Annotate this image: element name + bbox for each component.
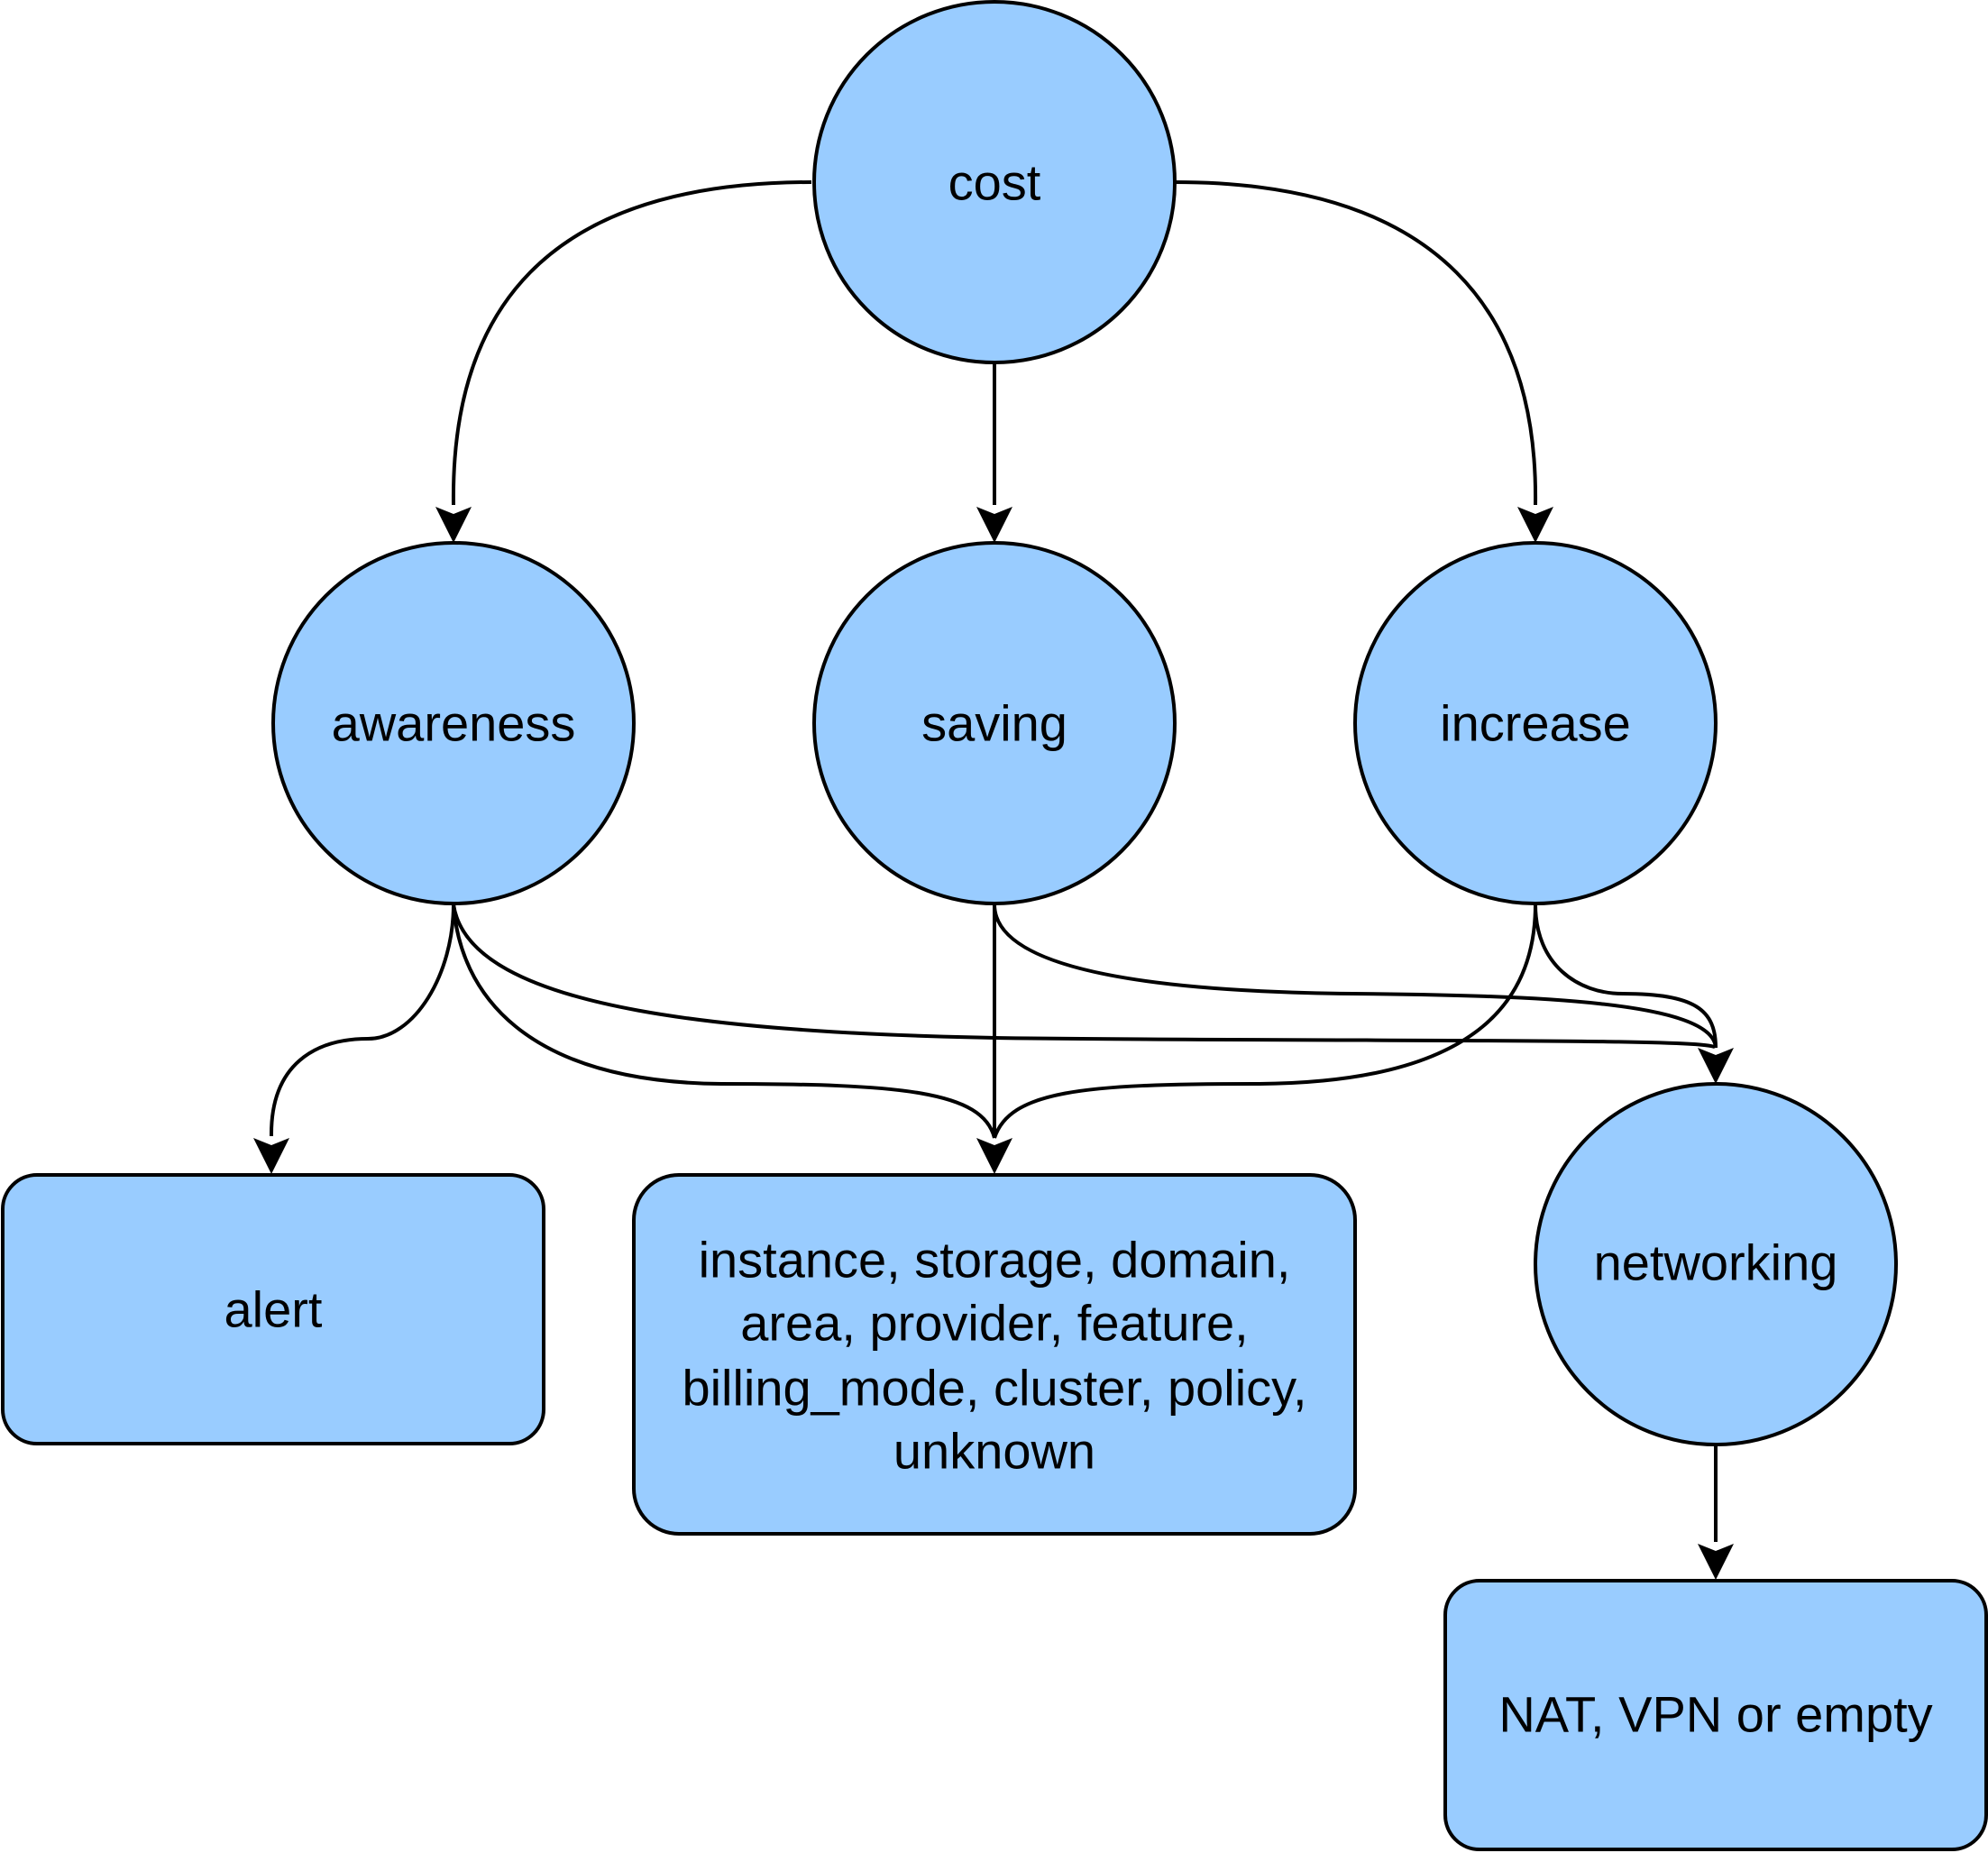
dimensions-box	[632, 1173, 1357, 1536]
increase-circle	[1353, 541, 1718, 905]
edge-awareness-dimensions	[452, 904, 996, 1139]
arrowhead-networking	[1698, 1048, 1734, 1084]
networking-types-label: NAT, VPN or empty	[1498, 1686, 1932, 1743]
edge-cost-increase	[1174, 180, 1538, 506]
edge-increase-dimensions	[993, 904, 1537, 1139]
edge-awareness-alert	[269, 904, 455, 1137]
alert-box	[1, 1173, 545, 1445]
networking-types-box	[1443, 1579, 1988, 1851]
networking-label: networking	[1594, 1234, 1838, 1291]
increase-label: increase	[1440, 695, 1631, 752]
node-networking-types: NAT, VPN or empty	[1443, 1579, 1988, 1851]
arrowhead-increase	[1517, 507, 1553, 543]
node-saving: saving	[812, 541, 1177, 905]
edge-awareness-networking	[452, 904, 1718, 1050]
node-alert: alert	[1, 1173, 545, 1445]
dimensions-label-line-1: instance, storage, domain,	[699, 1232, 1291, 1289]
cost-circle	[812, 0, 1177, 364]
networking-circle	[1534, 1082, 1898, 1446]
cost-label: cost	[948, 154, 1041, 211]
alert-label: alert	[224, 1281, 323, 1338]
edges	[253, 180, 1734, 1580]
edge-saving-networking	[993, 904, 1718, 1049]
dimensions-label-line-4: unknown	[893, 1423, 1095, 1480]
node-dimensions: instance, storage, domain, area, provide…	[632, 1173, 1357, 1536]
node-awareness: awareness	[271, 541, 636, 905]
arrowhead-alert	[253, 1138, 289, 1174]
edge-increase-networking	[1534, 904, 1718, 1049]
node-cost: cost	[812, 0, 1177, 364]
arrowhead-networking-types	[1698, 1544, 1734, 1580]
saving-label: saving	[921, 695, 1067, 752]
awareness-circle	[271, 541, 636, 905]
arrowhead-awareness	[435, 507, 472, 543]
dimensions-label-line-2: area, provider, feature,	[740, 1295, 1248, 1352]
node-increase: increase	[1353, 541, 1718, 905]
arrowhead-dimensions	[976, 1138, 1012, 1174]
dimensions-label-line-3: billing_mode, cluster, policy,	[682, 1360, 1306, 1417]
edge-cost-awareness	[451, 180, 812, 506]
arrowhead-saving	[976, 507, 1012, 543]
saving-circle	[812, 541, 1177, 905]
awareness-label: awareness	[332, 695, 576, 752]
node-networking: networking	[1534, 1082, 1898, 1446]
